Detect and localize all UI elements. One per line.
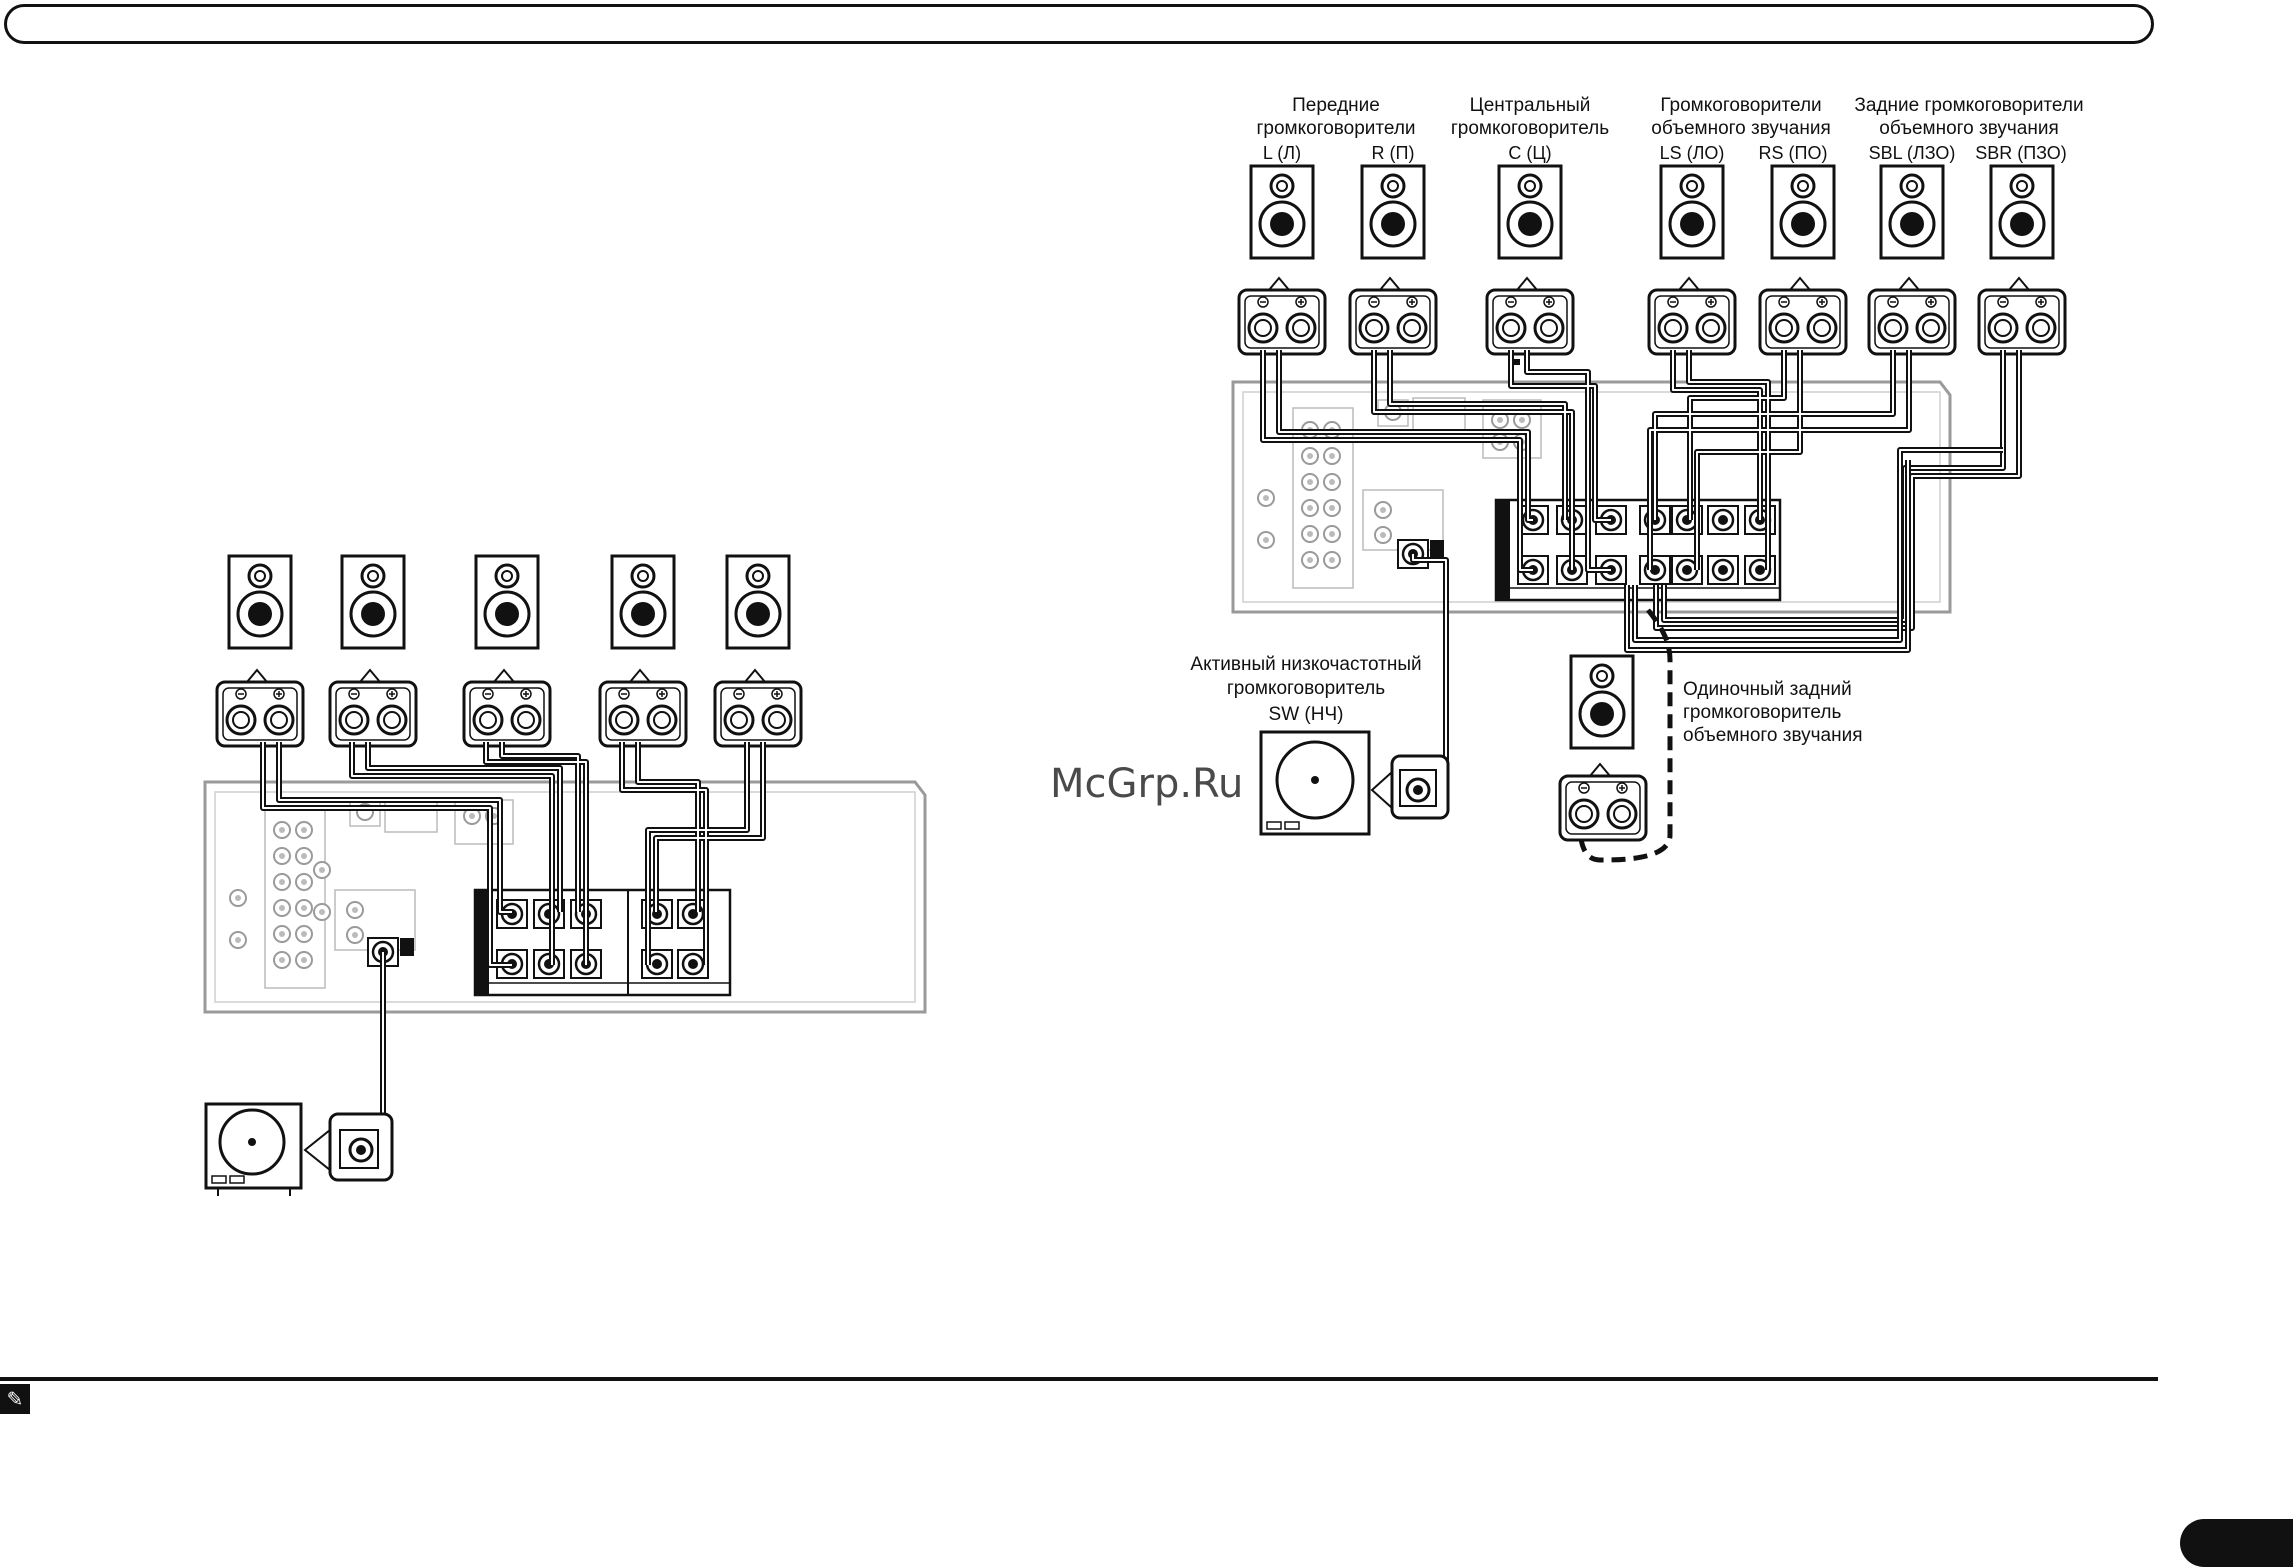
receiver-rear-panel-left: [203, 780, 927, 1014]
speaker-surround-back-right: [1989, 164, 2055, 260]
left-speaker-3: [474, 554, 540, 650]
speaker-single-surround-back: [1569, 654, 1635, 750]
single-back-cable-dashed: [1577, 608, 1673, 863]
speaker-front-right: [1360, 164, 1426, 260]
label-front-line1: Передние: [1292, 95, 1380, 116]
label-surround-back-line1: Задние громкоговорители: [1854, 95, 2083, 116]
channel-label-c: C (Ц): [1508, 143, 1551, 163]
watermark: McGrp.Ru: [1050, 761, 1243, 807]
label-single-back-line2: громкоговоритель: [1683, 702, 1841, 723]
right-subwoofer: [1259, 730, 1450, 836]
label-subwoofer-line3: SW (НЧ): [1269, 704, 1344, 725]
speaker-surround-right: [1770, 164, 1836, 260]
label-single-back-line3: объемного звучания: [1683, 725, 1863, 746]
left-speaker-1: [227, 554, 293, 650]
right-diagram: Передние громкоговорители Центральный гр…: [1190, 95, 2084, 863]
label-subwoofer-line1: Активный низкочастотный: [1190, 654, 1421, 675]
label-single-back-line1: Одиночный задний: [1683, 679, 1852, 700]
page-number-tab: [2180, 1519, 2293, 1567]
channel-label-l: L (Л): [1263, 143, 1301, 163]
left-subwoofer: [204, 1102, 394, 1196]
channel-label-r: R (П): [1372, 143, 1415, 163]
footer-rule: [0, 1377, 2158, 1381]
left-speaker-4: [610, 554, 676, 650]
label-subwoofer-line2: громкоговоритель: [1227, 678, 1385, 699]
channel-label-sbl: SBL (ЛЗО): [1869, 143, 1956, 163]
speaker-center: [1497, 164, 1563, 260]
channel-label-rs: RS (ПО): [1759, 143, 1828, 163]
left-speaker-2: [340, 554, 406, 650]
header-bar: [4, 4, 2154, 44]
label-surround-line2: объемного звучания: [1651, 118, 1831, 139]
label-center-line1: Центральный: [1470, 95, 1591, 116]
speaker-surround-back-left: [1879, 164, 1945, 260]
label-front-line2: громкоговорители: [1256, 118, 1415, 139]
left-speaker-5: [725, 554, 791, 650]
label-surround-line1: Громкоговорители: [1660, 95, 1821, 116]
label-surround-back-line2: объемного звучания: [1879, 118, 2059, 139]
speaker-front-left: [1249, 164, 1315, 260]
pencil-note-icon: ✎: [0, 1384, 30, 1414]
channel-label-sbr: SBR (ПЗО): [1975, 143, 2067, 163]
speaker-surround-left: [1659, 164, 1725, 260]
label-center-line2: громкоговоритель: [1451, 118, 1609, 139]
left-diagram: [203, 554, 927, 1196]
channel-label-ls: LS (ЛО): [1660, 143, 1725, 163]
